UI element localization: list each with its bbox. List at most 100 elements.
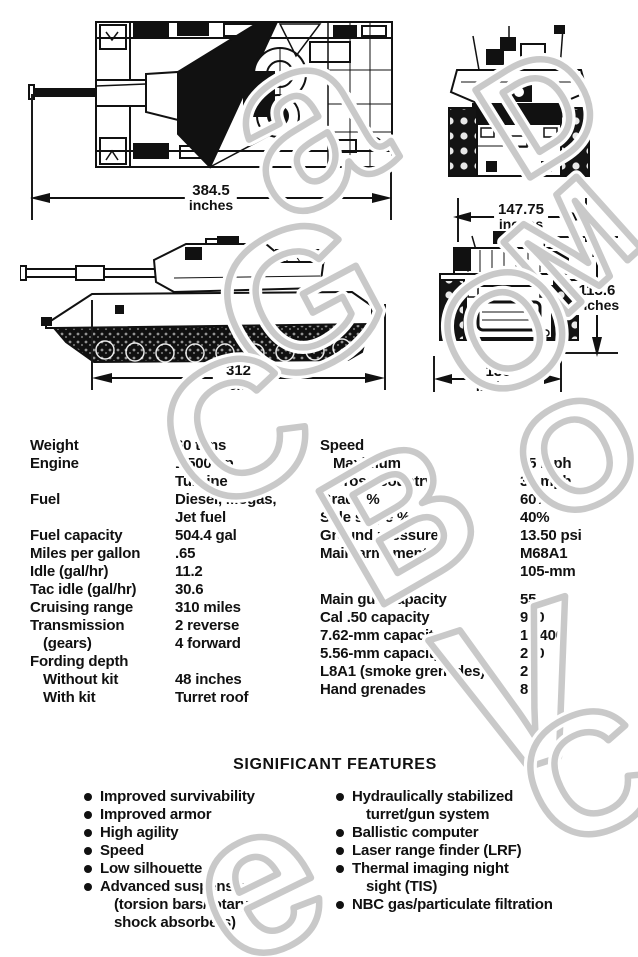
feature-item: Hydraulically stabilized bbox=[336, 788, 636, 806]
dimension-unit: inches bbox=[574, 297, 620, 313]
spec-value: 45 mph bbox=[520, 455, 572, 472]
feature-text: Laser range finder (LRF) bbox=[352, 842, 522, 859]
spec-label: Without kit bbox=[43, 671, 119, 688]
spec-value: 8 bbox=[520, 681, 529, 698]
spec-value: 504.4 gal bbox=[175, 527, 237, 544]
extension-line bbox=[433, 356, 435, 392]
feature-text: Low silhouette bbox=[100, 860, 203, 877]
feature-text: High agility bbox=[100, 824, 179, 841]
feature-item: Ballistic computer bbox=[336, 824, 636, 842]
spec-label: (gears) bbox=[43, 635, 92, 652]
feature-text: turret/gun system bbox=[366, 806, 490, 823]
spec-label: 7.62-mm capacity bbox=[320, 627, 442, 644]
bullet-icon bbox=[336, 829, 344, 837]
spec-label: L8A1 (smoke grenades) bbox=[320, 663, 486, 680]
feature-item: Advanced suspension bbox=[84, 878, 334, 896]
tank-top-view-drawing bbox=[28, 21, 393, 169]
spec-value: 210 bbox=[520, 645, 545, 662]
spec-row: Ground pressure 13.50 psi bbox=[320, 527, 630, 545]
extension-line bbox=[585, 198, 587, 242]
tank-side-view-drawing bbox=[20, 236, 373, 364]
extension-line bbox=[91, 300, 93, 390]
bullet-icon bbox=[336, 865, 344, 873]
bullet-icon bbox=[336, 793, 344, 801]
spec-row: (gears)4 forward bbox=[30, 635, 320, 653]
spec-value: 30.6 bbox=[175, 581, 204, 598]
feature-item: shock absorbers) bbox=[84, 914, 334, 932]
spec-value: 900 bbox=[520, 609, 545, 626]
bullet-icon bbox=[84, 829, 92, 837]
spec-label: Ground pressure bbox=[320, 527, 439, 544]
spec-value: 11,400 bbox=[520, 627, 564, 644]
extension-line bbox=[390, 158, 392, 220]
bullet-icon bbox=[336, 847, 344, 855]
spec-label: Fording depth bbox=[30, 653, 129, 670]
spec-label: 5.56-mm capacity bbox=[320, 645, 442, 662]
spec-value: 48 inches bbox=[175, 671, 242, 688]
dimension-unit: inches bbox=[498, 216, 544, 232]
feature-item: (torsion bars/rotary bbox=[84, 896, 334, 914]
bullet-icon bbox=[84, 793, 92, 801]
dimension-value: 147.75 bbox=[498, 201, 544, 218]
spec-label: Grade % bbox=[320, 491, 380, 508]
spec-label: Fuel capacity bbox=[30, 527, 123, 544]
spec-row: 105-mm bbox=[320, 563, 630, 581]
spec-label: Cross-country bbox=[333, 473, 433, 490]
spec-row: Cross-country 30 mph bbox=[320, 473, 630, 491]
spec-row: Without kit 48 inches bbox=[30, 671, 320, 689]
spec-label: Idle (gal/hr) bbox=[30, 563, 109, 580]
feature-item: Speed bbox=[84, 842, 334, 860]
spec-label: Weight bbox=[30, 437, 79, 454]
spec-label: Engine bbox=[30, 455, 79, 472]
spec-value: 24 bbox=[520, 663, 537, 680]
spec-value: 40% bbox=[520, 509, 550, 526]
spec-row bbox=[320, 581, 630, 591]
dimension-value: 113.6 bbox=[578, 282, 616, 299]
spec-row: Tac idle (gal/hr)30.6 bbox=[30, 581, 320, 599]
extension-line bbox=[560, 350, 562, 392]
spec-label: Cruising range bbox=[30, 599, 134, 616]
dimension-unit: inches bbox=[188, 197, 234, 213]
overall-length-dimension: 384.5 inches bbox=[30, 183, 392, 213]
spec-row: Idle (gal/hr)11.2 bbox=[30, 563, 320, 581]
spec-value: 310 miles bbox=[175, 599, 241, 616]
feature-item: Low silhouette bbox=[84, 860, 334, 878]
feature-text: Advanced suspension bbox=[100, 878, 256, 895]
hull-length-label: 312 inches bbox=[212, 362, 265, 393]
spec-row: Grade % 60% bbox=[320, 491, 630, 509]
dimension-value: 384.5 bbox=[192, 182, 230, 199]
extension-line bbox=[384, 304, 386, 390]
tank-rear-view-drawing bbox=[439, 228, 579, 341]
dimension-unit: inches bbox=[216, 377, 261, 393]
spec-value: 13.50 psi bbox=[520, 527, 582, 544]
tank-front-view-drawing bbox=[448, 25, 590, 177]
bullet-icon bbox=[84, 811, 92, 819]
dimension-unit: inches bbox=[475, 378, 521, 394]
spec-label: Transmission bbox=[30, 617, 125, 634]
spec-label: Hand grenades bbox=[320, 681, 426, 698]
spec-value: Turbine bbox=[175, 473, 228, 490]
spec-row: Hand grenades 8 bbox=[320, 681, 630, 699]
significant-features-title: SIGNIFICANT FEATURES bbox=[233, 756, 437, 773]
spec-value: 60% bbox=[520, 491, 550, 508]
dimension-value: 312 bbox=[225, 362, 252, 379]
feature-text: Speed bbox=[100, 842, 145, 859]
overall-length-label: 384.5 inches bbox=[184, 182, 238, 213]
feature-text: Ballistic computer bbox=[352, 824, 479, 841]
spec-row: Cruising range 310 miles bbox=[30, 599, 320, 617]
spec-row: Miles per gallon.65 bbox=[30, 545, 320, 563]
spec-value: 30 mph bbox=[520, 473, 572, 490]
feature-text: Thermal imaging night bbox=[352, 860, 509, 877]
height-dimension: 113.6 inches bbox=[572, 237, 622, 357]
bullet-icon bbox=[336, 901, 344, 909]
